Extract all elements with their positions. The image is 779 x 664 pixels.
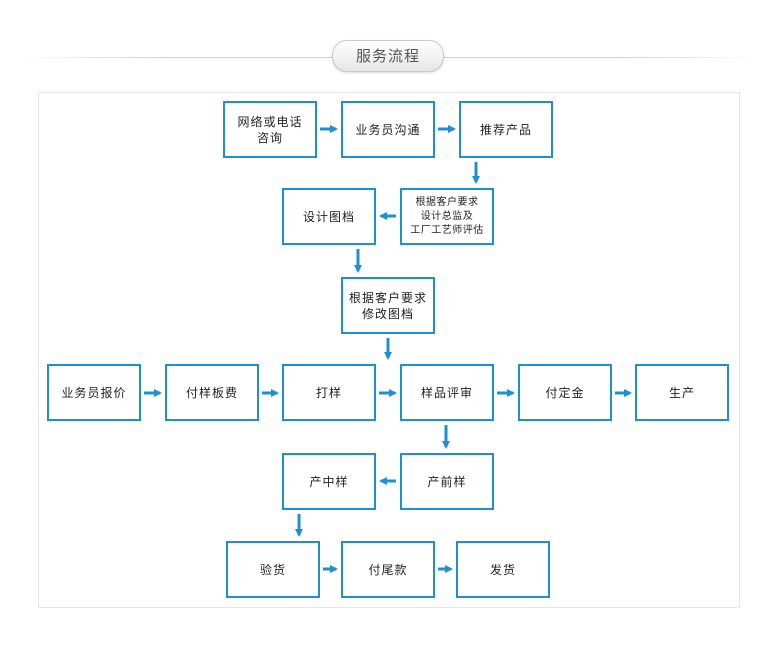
- node-consult: 网络或电话 咨询: [223, 101, 317, 158]
- node-sample-fee: 付样板费: [165, 364, 259, 421]
- node-produce: 生产: [635, 364, 729, 421]
- node-recommend: 推荐产品: [459, 101, 553, 158]
- node-evaluate: 根据客户要求 设计总监及 工厂工艺师评估: [400, 188, 494, 245]
- node-deposit: 付定金: [518, 364, 612, 421]
- node-ship: 发货: [456, 541, 550, 598]
- node-modify: 根据客户要求 修改图档: [341, 277, 435, 334]
- section-title: 服务流程: [332, 40, 444, 72]
- node-sales-communicate: 业务员沟通: [341, 101, 435, 158]
- node-design: 设计图档: [282, 188, 376, 245]
- node-final-payment: 付尾款: [341, 541, 435, 598]
- node-quote: 业务员报价: [47, 364, 141, 421]
- node-proofing: 打样: [282, 364, 376, 421]
- node-pre-sample: 产前样: [400, 453, 494, 510]
- node-inspect: 验货: [226, 541, 320, 598]
- node-review: 样品评审: [400, 364, 494, 421]
- node-mid-sample: 产中样: [282, 453, 376, 510]
